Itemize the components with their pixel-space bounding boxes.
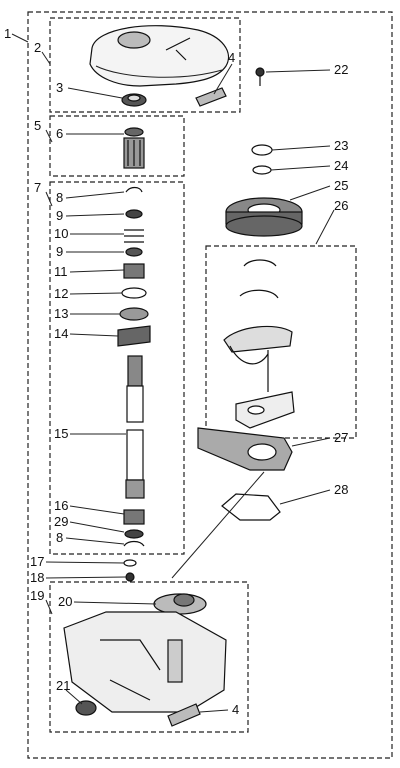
callout-6: 6 <box>56 126 63 141</box>
callout-4-top: 4 <box>228 50 235 65</box>
ball-bearing <box>125 572 135 582</box>
callout-5: 5 <box>34 118 41 133</box>
callout-9-bottom: 9 <box>56 244 63 259</box>
callout-10: 10 <box>54 226 68 241</box>
callout-14: 14 <box>54 326 68 341</box>
callout-1: 1 <box>4 26 11 41</box>
callout-20: 20 <box>58 594 72 609</box>
spacer-washer <box>252 165 272 175</box>
callout-19: 19 <box>30 588 44 603</box>
callout-15: 15 <box>54 426 68 441</box>
pinion <box>123 127 145 169</box>
small-washer <box>123 559 137 567</box>
callout-11: 11 <box>54 264 68 279</box>
callout-3: 3 <box>56 80 63 95</box>
seal <box>121 93 147 107</box>
drive-gear <box>225 197 303 237</box>
callout-4-bottom: 4 <box>232 702 239 717</box>
callout-2: 2 <box>34 40 41 55</box>
callout-18: 18 <box>30 570 44 585</box>
callout-28: 28 <box>334 482 348 497</box>
cover-group-box <box>49 17 241 113</box>
callout-8-top: 8 <box>56 190 63 205</box>
gear-case-cover <box>89 25 229 87</box>
callout-16: 16 <box>54 498 68 513</box>
shift-fork <box>221 493 281 521</box>
callout-17: 17 <box>30 554 44 569</box>
leader-lines <box>11 33 335 713</box>
outer-assembly-box <box>27 11 393 759</box>
sealant-tube-top <box>195 87 227 107</box>
callout-21: 21 <box>56 678 70 693</box>
shaft-lower-parts <box>123 509 145 547</box>
shaft-group-box <box>49 181 185 555</box>
shift-assembly-parts <box>223 259 295 429</box>
callout-8-bottom: 8 <box>56 530 63 545</box>
gear-case-group-box <box>49 581 249 733</box>
callout-13: 13 <box>54 306 68 321</box>
callout-23: 23 <box>334 138 348 153</box>
callout-27: 27 <box>334 430 348 445</box>
callout-25: 25 <box>334 178 348 193</box>
sealant-tube-bottom <box>167 703 201 727</box>
screw <box>255 67 265 86</box>
bushing <box>75 700 97 716</box>
callout-12: 12 <box>54 286 68 301</box>
callout-29: 29 <box>54 514 68 529</box>
pinion-group-box <box>49 115 185 177</box>
agitator-shaft <box>125 355 145 499</box>
shift-lever <box>197 427 293 471</box>
thrust-washer <box>251 144 273 156</box>
callout-24: 24 <box>334 158 348 173</box>
callout-9-top: 9 <box>56 208 63 223</box>
callout-26: 26 <box>334 198 348 213</box>
callout-22: 22 <box>334 62 348 77</box>
shaft-part-stack <box>117 186 151 347</box>
gear-case-base <box>63 593 227 713</box>
callout-7: 7 <box>34 180 41 195</box>
